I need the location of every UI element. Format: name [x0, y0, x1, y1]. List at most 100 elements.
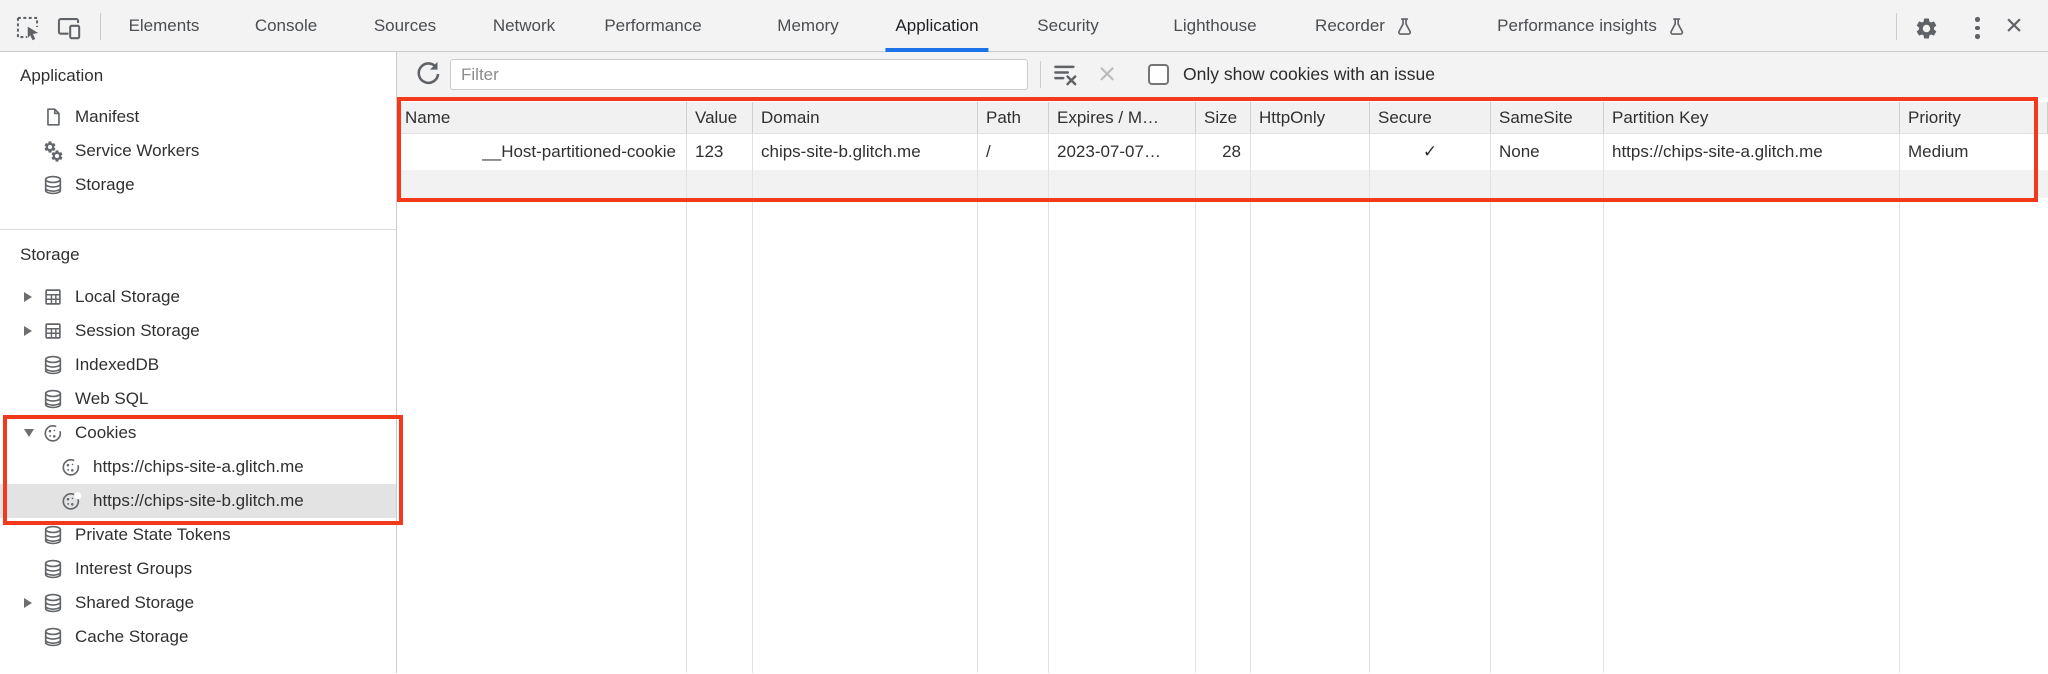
cell-samesite: None: [1491, 134, 1604, 170]
tab-performance[interactable]: Performance: [584, 0, 721, 52]
tabbar-separator: [1896, 13, 1897, 40]
sidebar-item-manifest[interactable]: Manifest: [0, 100, 396, 134]
application-panel: Application Manifest Service Workers Sto…: [0, 52, 2048, 673]
sidebar-item-cookies-chips-site-b[interactable]: https://chips-site-b.glitch.me: [0, 484, 396, 518]
collapse-arrow[interactable]: [24, 429, 42, 437]
sidebar-item-label: Local Storage: [75, 287, 180, 306]
delete-selected-icon[interactable]: ×: [1098, 56, 1117, 91]
devtools-tabbar: Elements Console Sources Network Perform…: [0, 0, 2048, 52]
column-header-partition-key[interactable]: Partition Key: [1604, 102, 1900, 133]
tab-label: Elements: [128, 16, 200, 35]
sidebar-item-cache-storage[interactable]: Cache Storage: [0, 620, 396, 654]
close-icon[interactable]: ×: [2005, 9, 2023, 42]
application-sidebar: Application Manifest Service Workers Sto…: [0, 52, 403, 673]
column-header-path[interactable]: Path: [978, 102, 1049, 133]
toolbar-separator: [1040, 61, 1041, 88]
sidebar-divider: [0, 229, 396, 230]
column-header-size[interactable]: Size: [1196, 102, 1251, 133]
cookie-icon: [60, 456, 82, 478]
sidebar-item-service-workers[interactable]: Service Workers: [0, 134, 396, 168]
sidebar-item-label: Cookies: [75, 423, 137, 442]
tabbar-separator: [100, 13, 101, 40]
cell-name: __Host-partitioned-cookie: [397, 134, 687, 170]
tab-security[interactable]: Security: [1017, 0, 1118, 52]
table-icon: [42, 286, 64, 308]
clear-filter-icon[interactable]: [1052, 61, 1080, 89]
sidebar-item-interest-groups[interactable]: Interest Groups: [0, 552, 396, 586]
table-row[interactable]: __Host-partitioned-cookie 123 chips-site…: [397, 134, 2048, 170]
sidebar-item-label: IndexedDB: [75, 355, 160, 374]
column-header-domain[interactable]: Domain: [753, 102, 978, 133]
tab-lighthouse[interactable]: Lighthouse: [1153, 0, 1276, 52]
service-workers-icon: [44, 141, 63, 162]
cell-expires: 2023-07-07…: [1049, 134, 1196, 170]
tab-label: Recorder: [1315, 16, 1385, 35]
expand-arrow[interactable]: [24, 598, 42, 608]
sidebar-item-label: Service Workers: [75, 141, 200, 160]
sidebar-item-private-state-tokens[interactable]: Private State Tokens: [0, 518, 396, 552]
sidebar-item-label: Session Storage: [75, 321, 200, 340]
sidebar-item-label: https://chips-site-a.glitch.me: [93, 457, 304, 476]
column-header-value[interactable]: Value: [687, 102, 753, 133]
cell-path: /: [978, 134, 1049, 170]
only-issue-cookies-checkbox[interactable]: [1148, 64, 1169, 85]
tab-recorder[interactable]: Recorder: [1295, 0, 1435, 52]
sidebar-item-session-storage[interactable]: Session Storage: [0, 314, 396, 348]
sidebar-item-label: https://chips-site-b.glitch.me: [93, 491, 304, 510]
tab-performance-insights[interactable]: Performance insights: [1477, 0, 1707, 52]
table-header-row: Name Value Domain Path Expires / M… Size…: [397, 102, 2048, 134]
cell-partition-key: https://chips-site-a.glitch.me: [1604, 134, 1900, 170]
tab-label: Console: [254, 16, 318, 35]
column-header-priority[interactable]: Priority: [1900, 102, 2048, 133]
sidebar-item-cookies[interactable]: Cookies: [0, 416, 396, 450]
column-header-expires[interactable]: Expires / M…: [1049, 102, 1196, 133]
sidebar-item-local-storage[interactable]: Local Storage: [0, 280, 396, 314]
sidebar-item-label: Storage: [75, 175, 135, 194]
settings-gear-icon[interactable]: [1911, 13, 1941, 43]
sidebar-item-shared-storage[interactable]: Shared Storage: [0, 586, 396, 620]
cell-size: 28: [1196, 134, 1251, 170]
column-header-samesite[interactable]: SameSite: [1491, 102, 1604, 133]
sidebar-item-indexeddb[interactable]: IndexedDB: [0, 348, 396, 382]
sidebar-item-storage[interactable]: Storage: [0, 168, 396, 202]
refresh-icon[interactable]: [413, 60, 443, 90]
sidebar-item-label: Manifest: [75, 107, 140, 126]
sidebar-item-web-sql[interactable]: Web SQL: [0, 382, 396, 416]
sidebar-item-label: Interest Groups: [75, 559, 193, 578]
column-header-name[interactable]: Name: [397, 102, 687, 133]
database-icon: [42, 354, 64, 376]
more-options-icon[interactable]: [1963, 13, 1993, 43]
cookie-icon: [60, 490, 82, 512]
table-icon: [42, 320, 64, 342]
column-header-httponly[interactable]: HttpOnly: [1251, 102, 1370, 133]
tab-label: Security: [1037, 16, 1099, 35]
cookies-toolbar: × Only show cookies with an issue: [397, 52, 2048, 97]
tab-elements[interactable]: Elements: [109, 0, 220, 52]
tab-network[interactable]: Network: [473, 0, 575, 52]
database-icon: [42, 524, 64, 546]
database-icon: [42, 626, 64, 648]
tab-console[interactable]: Console: [235, 0, 337, 52]
tab-application[interactable]: Application: [875, 0, 998, 52]
cell-priority: Medium: [1908, 142, 1969, 161]
expand-arrow[interactable]: [24, 292, 42, 302]
flask-icon: [1666, 16, 1687, 37]
expand-arrow[interactable]: [24, 326, 42, 336]
sidebar-section-storage-title: Storage: [20, 245, 80, 264]
sidebar-item-label: Shared Storage: [75, 593, 195, 612]
inspect-element-icon[interactable]: [12, 12, 42, 42]
chevron-right-icon: [24, 598, 32, 608]
cell-value: 123: [687, 134, 753, 170]
sidebar-item-cookies-chips-site-a[interactable]: https://chips-site-a.glitch.me: [0, 450, 396, 484]
table-empty-area: [397, 198, 2048, 673]
tab-label: Application: [895, 16, 979, 35]
sidebar-item-label: Web SQL: [75, 389, 149, 408]
tab-sources[interactable]: Sources: [354, 0, 456, 52]
device-toolbar-icon[interactable]: [53, 12, 83, 42]
cell-domain: chips-site-b.glitch.me: [753, 134, 978, 170]
filter-input[interactable]: [450, 59, 1028, 90]
tab-memory[interactable]: Memory: [757, 0, 858, 52]
database-icon: [42, 558, 64, 580]
column-header-secure[interactable]: Secure: [1370, 102, 1491, 133]
